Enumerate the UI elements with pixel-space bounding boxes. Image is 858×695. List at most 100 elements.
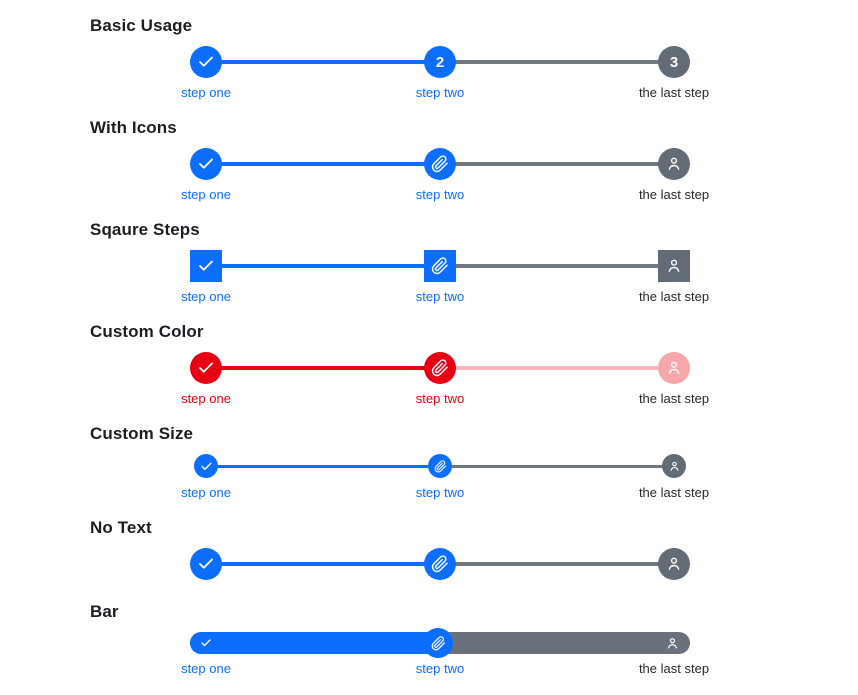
paperclip-icon xyxy=(431,359,449,377)
section-no-text: No Text xyxy=(90,515,858,580)
step-marker-three[interactable] xyxy=(658,352,690,384)
step-marker-one[interactable] xyxy=(190,352,222,384)
step-number: 3 xyxy=(669,53,679,71)
step-marker-three[interactable] xyxy=(658,548,690,580)
section-title: Basic Usage xyxy=(90,16,193,35)
check-icon xyxy=(197,257,215,275)
step-marker-three[interactable] xyxy=(658,148,690,180)
check-icon xyxy=(198,632,214,654)
stepper-track: 2 3 xyxy=(190,46,706,78)
step-label-one: step one xyxy=(181,485,231,500)
connector-done xyxy=(206,162,440,166)
step-marker-two[interactable] xyxy=(424,250,456,282)
step-labels: step one step two the last step xyxy=(181,390,710,407)
connector-todo xyxy=(440,162,674,166)
step-label-last: the last step xyxy=(638,289,710,304)
step-labels: step one step two the last step xyxy=(181,84,710,101)
step-label-last: the last step xyxy=(638,391,710,406)
check-icon xyxy=(200,460,213,473)
step-marker-three[interactable] xyxy=(658,250,690,282)
user-icon xyxy=(665,555,683,573)
connector-todo xyxy=(440,264,674,268)
step-label-two: step two xyxy=(415,391,465,406)
connector-done xyxy=(206,366,440,370)
step-labels: step one step two the last step xyxy=(181,288,710,305)
section-title: Custom Size xyxy=(90,424,194,443)
stepper-track xyxy=(190,548,706,580)
stepper-basic: 2 3 step one step two the last step xyxy=(181,46,710,101)
section-title: Custom Color xyxy=(90,322,204,341)
connector-todo xyxy=(440,562,674,566)
step-label-last: the last step xyxy=(638,485,710,500)
check-icon xyxy=(197,155,215,173)
connector-todo xyxy=(440,366,674,370)
stepper-red: step one step two the last step xyxy=(181,352,710,407)
section-custom-size: Custom Size step one step two the last s… xyxy=(90,421,858,501)
check-icon xyxy=(197,555,215,573)
step-label-one: step one xyxy=(181,289,231,304)
connector-done xyxy=(206,562,440,566)
step-label-one: step one xyxy=(181,391,231,406)
step-marker-two[interactable]: 2 xyxy=(424,46,456,78)
user-icon xyxy=(665,155,683,173)
check-icon xyxy=(197,359,215,377)
stepper-square: step one step two the last step xyxy=(181,250,710,305)
section-with-icons: With Icons step one step two the last st… xyxy=(90,115,858,203)
step-label-two: step two xyxy=(415,661,465,676)
paperclip-icon xyxy=(431,257,449,275)
progress-bar xyxy=(190,628,690,658)
step-marker-two[interactable] xyxy=(424,148,456,180)
paperclip-icon xyxy=(434,459,447,473)
step-labels: step one step two the last step xyxy=(181,660,710,677)
step-marker-one[interactable] xyxy=(194,454,218,478)
check-icon xyxy=(197,53,215,71)
stepper-track xyxy=(190,454,706,478)
section-bar: Bar step one step two the last step xyxy=(90,599,858,677)
stepper-bar: step one step two the last step xyxy=(181,628,710,677)
step-number: 2 xyxy=(435,53,445,71)
section-square-steps: Sqaure Steps step one step two the last … xyxy=(90,217,858,305)
step-marker-one[interactable] xyxy=(190,250,222,282)
section-title: Sqaure Steps xyxy=(90,220,200,239)
section-basic-usage: Basic Usage 2 3 step one step two the la… xyxy=(90,13,858,101)
stepper-track xyxy=(190,148,706,180)
connector-done xyxy=(206,264,440,268)
step-marker-three[interactable]: 3 xyxy=(658,46,690,78)
paperclip-icon xyxy=(431,555,449,573)
step-marker-one[interactable] xyxy=(190,148,222,180)
connector-todo xyxy=(440,465,674,468)
step-labels: step one step two the last step xyxy=(181,186,710,203)
stepper-track xyxy=(190,352,706,384)
step-marker-three[interactable] xyxy=(662,454,686,478)
step-marker-one[interactable] xyxy=(190,548,222,580)
section-title: With Icons xyxy=(90,118,177,137)
stepper-no-text xyxy=(190,548,706,580)
user-icon xyxy=(665,359,683,377)
step-label-last: the last step xyxy=(638,85,710,100)
step-marker-two[interactable] xyxy=(423,628,453,658)
step-label-two: step two xyxy=(415,85,465,100)
connector-done xyxy=(206,465,440,468)
section-title: Bar xyxy=(90,602,119,621)
progress-bar-fill xyxy=(190,632,438,654)
step-label-last: the last step xyxy=(638,187,710,202)
user-icon xyxy=(665,257,683,275)
step-labels: step one step two the last step xyxy=(181,484,710,501)
step-label-last: the last step xyxy=(638,661,710,676)
paperclip-icon xyxy=(431,635,446,651)
step-label-one: step one xyxy=(181,187,231,202)
step-marker-two[interactable] xyxy=(424,352,456,384)
stepper-icons: step one step two the last step xyxy=(181,148,710,203)
step-label-two: step two xyxy=(415,187,465,202)
step-label-one: step one xyxy=(181,85,231,100)
section-title: No Text xyxy=(90,518,152,537)
step-marker-one[interactable] xyxy=(190,46,222,78)
section-custom-color: Custom Color step one step two the last … xyxy=(90,319,858,407)
stepper-track xyxy=(190,250,706,282)
step-label-one: step one xyxy=(181,661,231,676)
step-marker-two[interactable] xyxy=(424,548,456,580)
stepper-small: step one step two the last step xyxy=(181,454,710,501)
connector-done xyxy=(206,60,440,64)
connector-todo xyxy=(440,60,674,64)
step-marker-two[interactable] xyxy=(428,454,452,478)
